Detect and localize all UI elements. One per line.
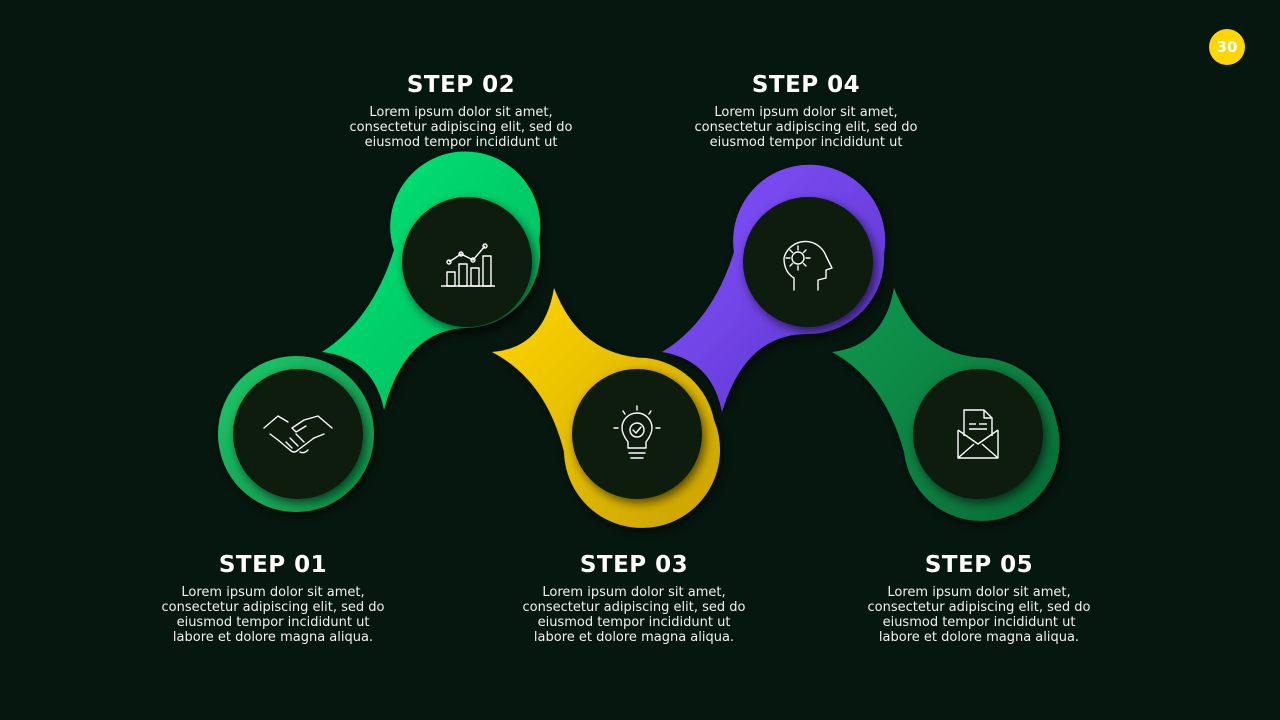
step-02-description: Lorem ipsum dolor sit amet, consectetur … [331,105,591,150]
step-01-text: STEP 01 Lorem ipsum dolor sit amet, cons… [143,551,403,645]
bar-chart-icon [441,243,495,287]
head-gear-icon [783,240,833,291]
step-02-line: consectetur adipiscing elit, sed do [349,120,573,135]
step-05-title: STEP 05 [924,552,1034,578]
lightbulb-icon [613,405,661,459]
step-04-text: STEP 04 Lorem ipsum dolor sit amet, cons… [676,71,936,150]
step-04-line: consectetur adipiscing elit, sed do [694,120,918,135]
step-01-description: Lorem ipsum dolor sit amet, consectetur … [143,585,403,645]
step-01-line: eiusmod tempor incididunt ut [176,615,370,630]
step-01-line: labore et dolore magna aliqua. [172,630,374,645]
step-01-inner-disc [233,369,363,499]
step-05-line: Lorem ipsum dolor sit amet, [887,585,1071,600]
step-02-line: Lorem ipsum dolor sit amet, [369,105,553,120]
step-03-description: Lorem ipsum dolor sit amet, consectetur … [504,585,764,645]
step-05-line: labore et dolore magna aliqua. [878,630,1080,645]
handshake-icon [263,415,333,454]
step-02-line: eiusmod tempor incididunt ut [364,135,558,150]
step-05-inner-disc [913,369,1043,499]
step-03-title: STEP 03 [579,552,689,578]
step-05-line: consectetur adipiscing elit, sed do [867,600,1091,615]
step-03-text: STEP 03 Lorem ipsum dolor sit amet, cons… [504,551,764,645]
step-04-inner-disc [743,197,873,327]
step-03-inner-disc [572,369,702,499]
envelope-icon [957,409,999,459]
step-05-description: Lorem ipsum dolor sit amet, consectetur … [849,585,1109,645]
step-05-text: STEP 05 Lorem ipsum dolor sit amet, cons… [849,551,1109,645]
step-01-line: consectetur adipiscing elit, sed do [161,600,385,615]
step-02-inner-disc [402,197,532,327]
step-01-title: STEP 01 [218,552,328,578]
step-03-line: Lorem ipsum dolor sit amet, [542,585,726,600]
step-04-line: eiusmod tempor incididunt ut [709,135,903,150]
step-02-title: STEP 02 [406,72,516,98]
step-03-line: consectetur adipiscing elit, sed do [522,600,746,615]
step-03-line: eiusmod tempor incididunt ut [537,615,731,630]
step-03-line: labore et dolore magna aliqua. [533,630,735,645]
step-05-line: eiusmod tempor incididunt ut [882,615,1076,630]
step-02-text: STEP 02 Lorem ipsum dolor sit amet, cons… [331,71,591,150]
step-01-line: Lorem ipsum dolor sit amet, [181,585,365,600]
step-04-line: Lorem ipsum dolor sit amet, [714,105,898,120]
page-number-badge: 30 [1209,29,1245,65]
step-04-description: Lorem ipsum dolor sit amet, consectetur … [676,105,936,150]
step-04-title: STEP 04 [751,72,861,98]
